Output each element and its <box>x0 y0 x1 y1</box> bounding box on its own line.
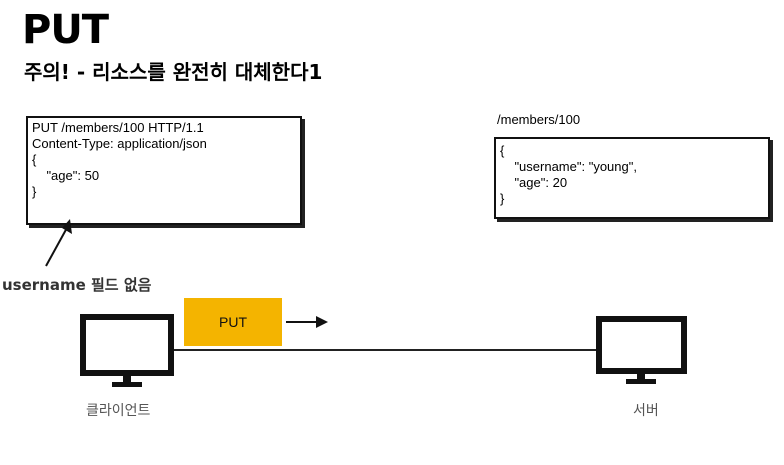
request-line: Content-Type: application/json <box>32 136 207 151</box>
request-line: "age": 50 <box>32 168 100 183</box>
put-method-label: PUT <box>219 314 247 330</box>
arrow-icon <box>286 316 328 328</box>
resource-line: "age": 20 <box>500 175 568 190</box>
resource-line: } <box>500 191 505 206</box>
put-method-badge: PUT <box>184 298 282 346</box>
annotation-arrow-icon <box>45 219 72 267</box>
request-message-box: PUT /members/100 HTTP/1.1 Content-Type: … <box>26 116 302 225</box>
server-computer-icon <box>596 316 687 384</box>
server-label: 서버 <box>633 403 659 419</box>
client-computer-icon <box>80 314 174 387</box>
request-line: { <box>32 152 37 167</box>
request-line: PUT /members/100 HTTP/1.1 <box>32 120 204 135</box>
missing-field-note: username 필드 없음 <box>2 276 152 294</box>
client-label: 클라이언트 <box>86 403 151 419</box>
page-subtitle: 주의! - 리소스를 완전히 대체한다1 <box>24 60 323 84</box>
resource-line: "username": "young", <box>500 159 637 174</box>
server-resource-box: { "username": "young", "age": 20 } <box>494 137 770 219</box>
request-line: } <box>32 184 37 199</box>
resource-path: /members/100 <box>497 112 581 127</box>
page-title: PUT <box>22 7 109 53</box>
resource-line: { <box>500 143 505 158</box>
